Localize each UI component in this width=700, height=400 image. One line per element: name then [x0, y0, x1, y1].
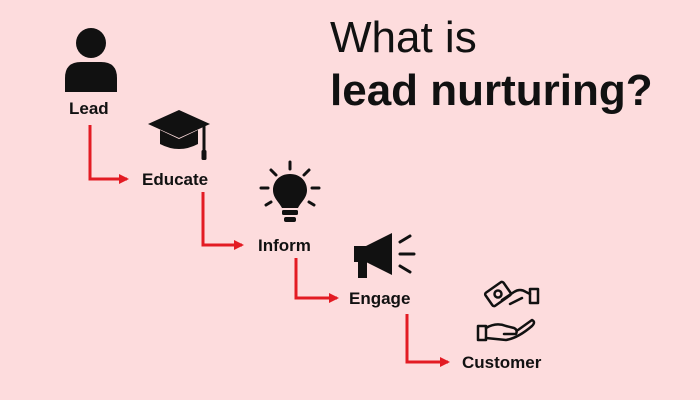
title-line-1: What is [330, 13, 477, 62]
handshake-money-icon [476, 280, 540, 342]
graduation-cap-icon [148, 110, 210, 160]
step-label-customer: Customer [462, 353, 542, 372]
step-label-engage: Engage [349, 289, 411, 308]
arrow-educate-to-inform [201, 192, 244, 250]
page-title: What is lead nurturing? [330, 14, 653, 120]
step-label-educate: Educate [142, 170, 209, 189]
step-label-lead: Lead [69, 99, 109, 118]
arrow-inform-to-engage [294, 258, 339, 303]
person-icon [65, 28, 117, 92]
arrow-lead-to-educate [88, 125, 129, 184]
title-line-2: lead nurturing? [330, 66, 653, 115]
arrow-engage-to-customer [405, 314, 450, 367]
lightbulb-icon [259, 160, 321, 222]
megaphone-icon [354, 233, 416, 278]
step-label-inform: Inform [258, 236, 311, 255]
